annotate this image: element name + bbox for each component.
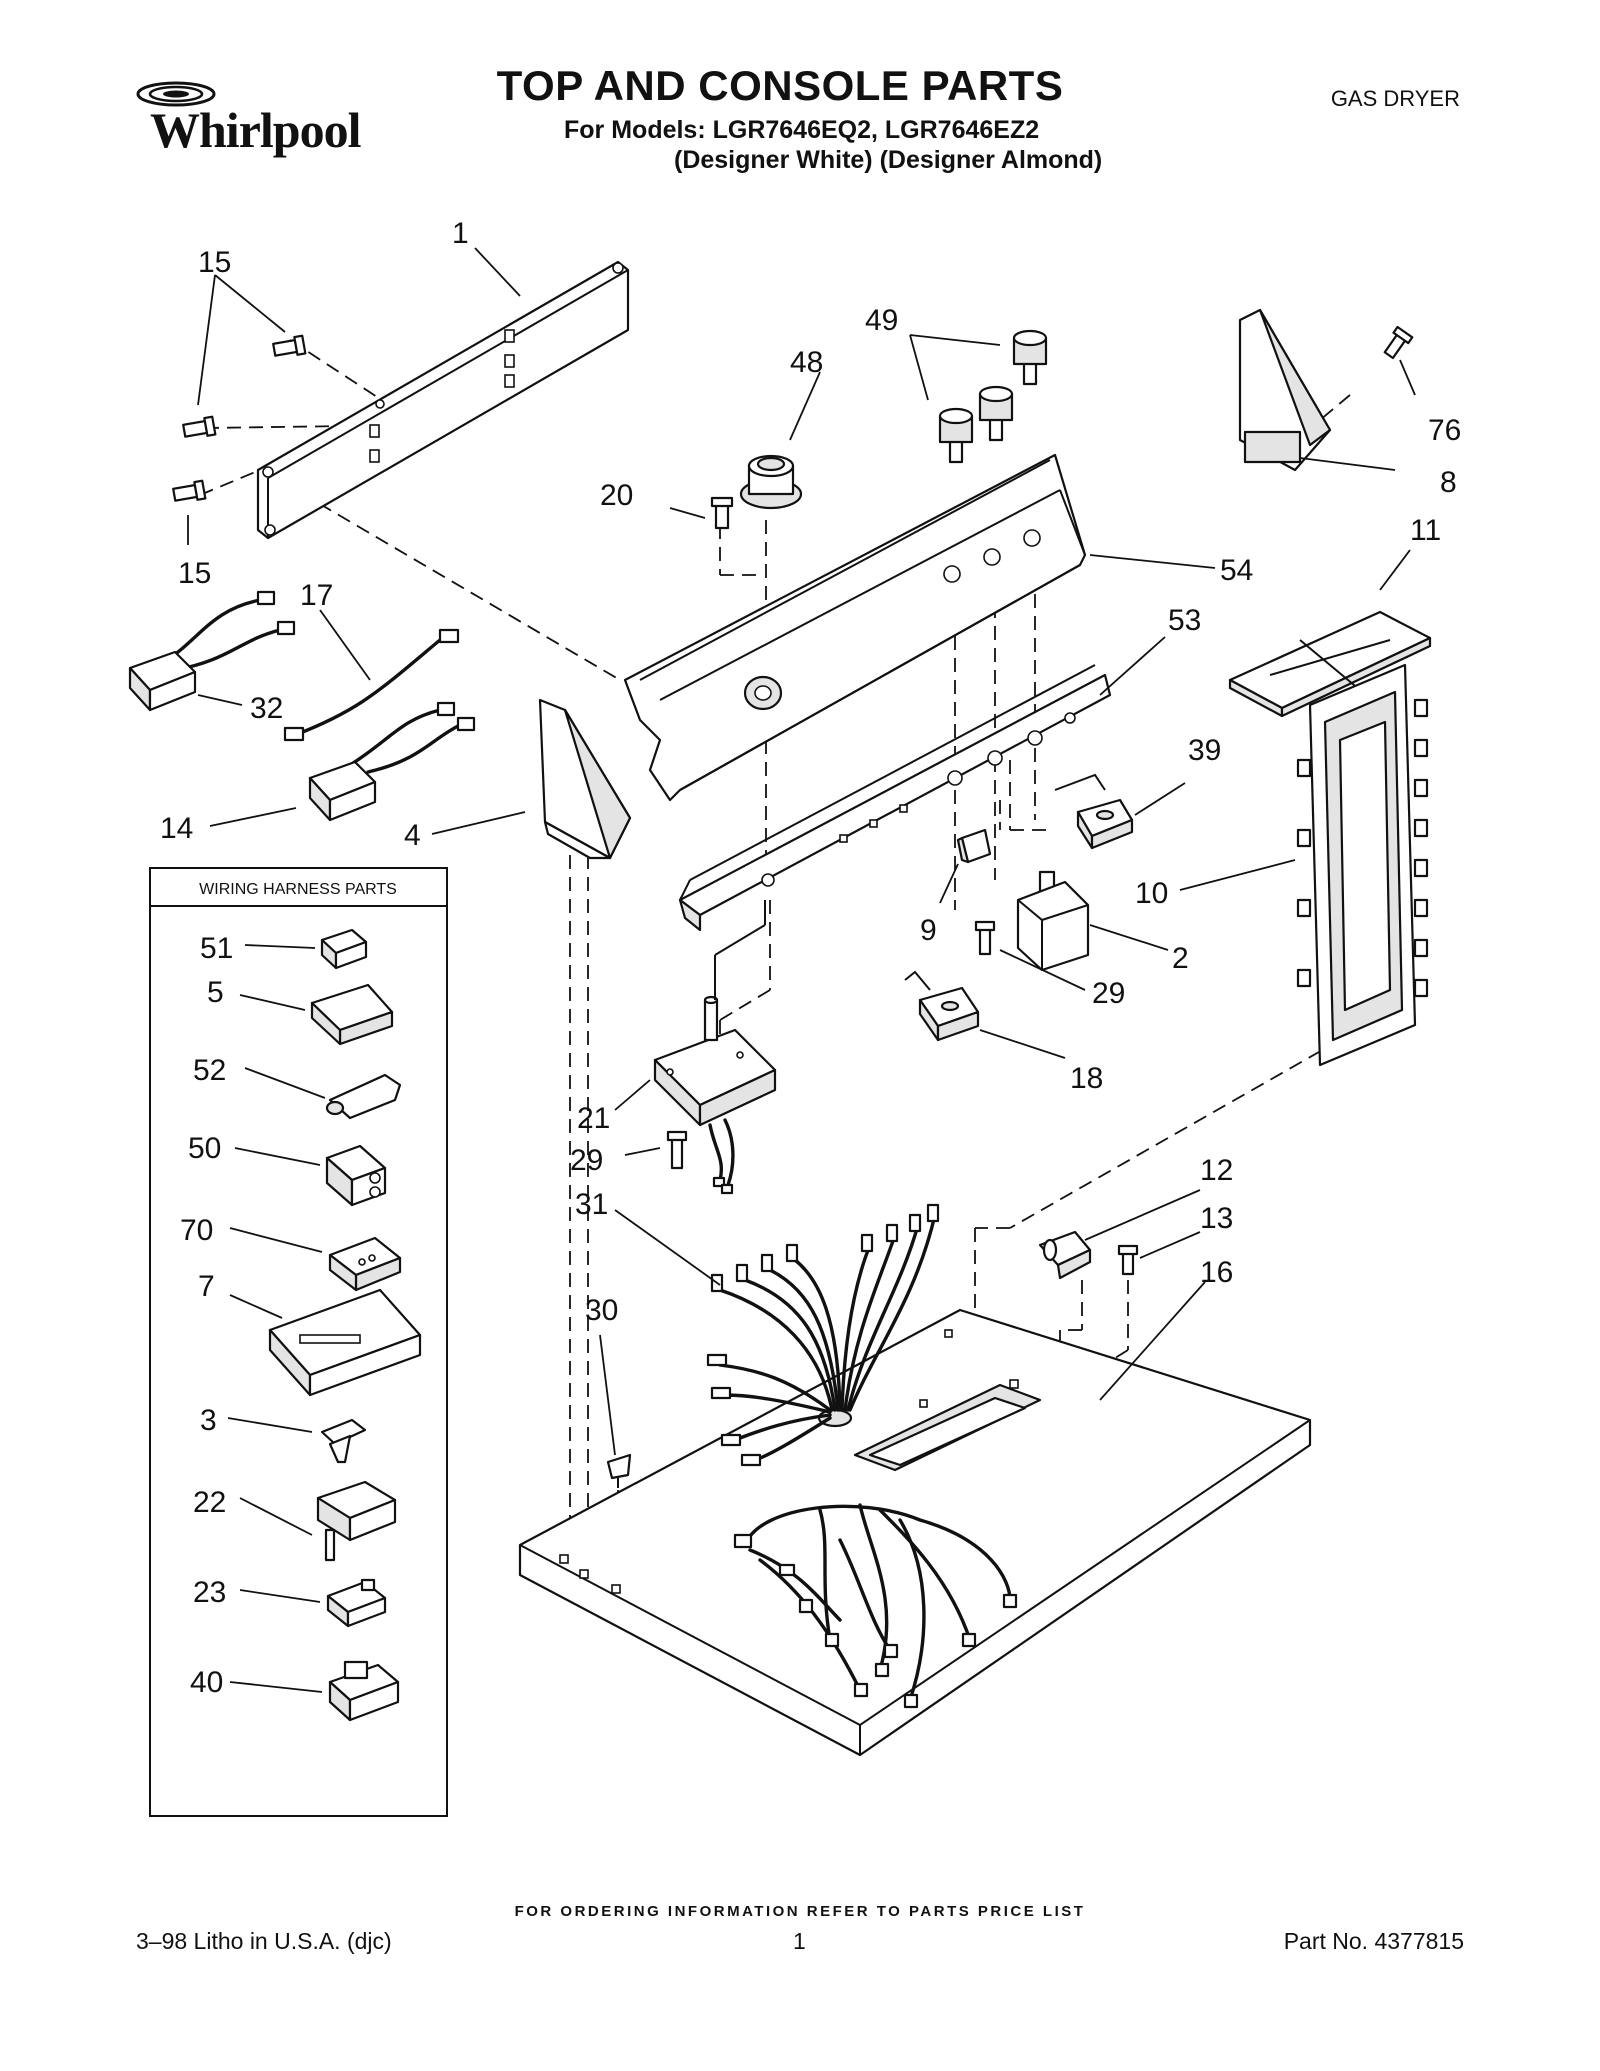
connector-40-part [328,1660,400,1722]
callout-9: 9 [920,914,937,947]
mounting-bracket-part [678,664,1112,932]
lower-wire-harness [733,1503,1018,1709]
connector-22-part [316,1480,397,1562]
page-number: 1 [793,1928,806,1954]
callout-39: 39 [1188,734,1221,767]
callout-15-bottom: 15 [178,557,211,590]
connector-50-part [325,1144,387,1207]
clip-3-part [320,1418,367,1464]
callout-18: 18 [1070,1062,1103,1095]
terminal-52-part [325,1073,402,1120]
screw-20-part [710,496,734,530]
callout-22: 22 [193,1486,226,1519]
timer-knob-part [739,454,803,510]
frame-tabs [1296,698,1429,998]
callout-10: 10 [1135,877,1168,910]
wire-harness-17-part [283,628,460,742]
screw-76-part [1383,325,1414,360]
callout-30: 30 [585,1294,618,1327]
selector-switch-2-part [1016,870,1090,972]
screw-15-parts [172,334,307,502]
clip-30-part [606,1453,632,1488]
wiring-box-title: WIRING HARNESS PARTS [199,881,397,898]
cover-plate-part [1228,610,1432,718]
main-wire-harness-31-part [706,1203,940,1467]
console-back-panel-part [256,260,630,540]
callout-31: 31 [575,1188,608,1221]
wire-harness-14-part [308,701,476,822]
push-button-switch-39-part [1054,773,1134,850]
callout-48: 48 [790,346,823,379]
switch-18-part [904,970,980,1042]
callout-52: 52 [193,1054,226,1087]
screw-13-part [1117,1244,1139,1276]
screw-29-lower-part [666,1130,688,1170]
callout-12: 12 [1200,1154,1233,1187]
callout-13: 13 [1200,1202,1233,1235]
callout-50: 50 [188,1132,221,1165]
callout-14: 14 [160,812,193,845]
connector-5-part [310,983,394,1046]
callout-51: 51 [200,932,233,965]
callout-5: 5 [207,976,224,1009]
callout-20: 20 [600,479,633,512]
callout-17: 17 [300,579,333,612]
part-number: Part No. 4377815 [1283,1928,1464,1954]
connector-23-part [326,1578,387,1628]
callout-3: 3 [200,1404,217,1437]
callout-16: 16 [1200,1256,1233,1289]
models-line: For Models: LGR7646EQ2, LGR7646EZ2 [564,116,1040,144]
page-title: TOP AND CONSOLE PARTS [496,62,1064,109]
callout-70: 70 [180,1214,213,1247]
clip-12-part [1038,1230,1092,1280]
callout-40: 40 [190,1666,223,1699]
whirlpool-swirl-logo-icon [136,81,216,107]
callout-2: 2 [1172,942,1189,975]
callout-23: 23 [193,1576,226,1609]
callout-21: 21 [577,1102,610,1135]
callout-29-lower: 29 [570,1144,603,1177]
callout-numbers: 1 15 15 17 32 14 4 49 48 20 54 53 39 10 … [160,217,1461,1699]
console-end-cap-part [538,698,632,860]
switch-cover-9-part [956,828,992,864]
wire-harness-32-part [128,590,296,712]
callout-7: 7 [198,1270,215,1303]
callout-54: 54 [1220,554,1253,587]
console-end-cap-right-part [1238,308,1332,472]
callout-4: 4 [404,819,421,852]
callout-leaders [187,247,1416,1693]
callout-29-upper: 29 [1092,977,1125,1010]
callout-8: 8 [1440,466,1457,499]
product-type: GAS DRYER [1330,86,1460,111]
colors-line: (Designer White) (Designer Almond) [674,146,1103,174]
connector-51-part [320,928,368,970]
ordering-note: FOR ORDERING INFORMATION REFER TO PARTS … [514,1903,1086,1920]
console-frame-part [1296,663,1429,1067]
callout-1: 1 [452,217,469,250]
brand-wordmark: Whirlpool [150,102,361,158]
connector-block-7-part [268,1288,422,1397]
callout-32: 32 [250,692,283,725]
callout-11: 11 [1410,514,1441,547]
callout-15-top: 15 [198,246,231,279]
top-panel-part [518,1308,1312,1757]
control-knob-parts [938,329,1048,464]
connector-70-part [328,1236,402,1292]
callout-49: 49 [865,304,898,337]
console-panel-part [623,453,1087,802]
timer-21-part [653,995,777,1195]
callout-76: 76 [1428,414,1461,447]
litho-info: 3–98 Litho in U.S.A. (djc) [136,1928,392,1954]
screw-29-upper-part [974,920,996,956]
callout-53: 53 [1168,604,1201,637]
wiring-harness-parts-box: WIRING HARNESS PARTS [149,867,448,1817]
